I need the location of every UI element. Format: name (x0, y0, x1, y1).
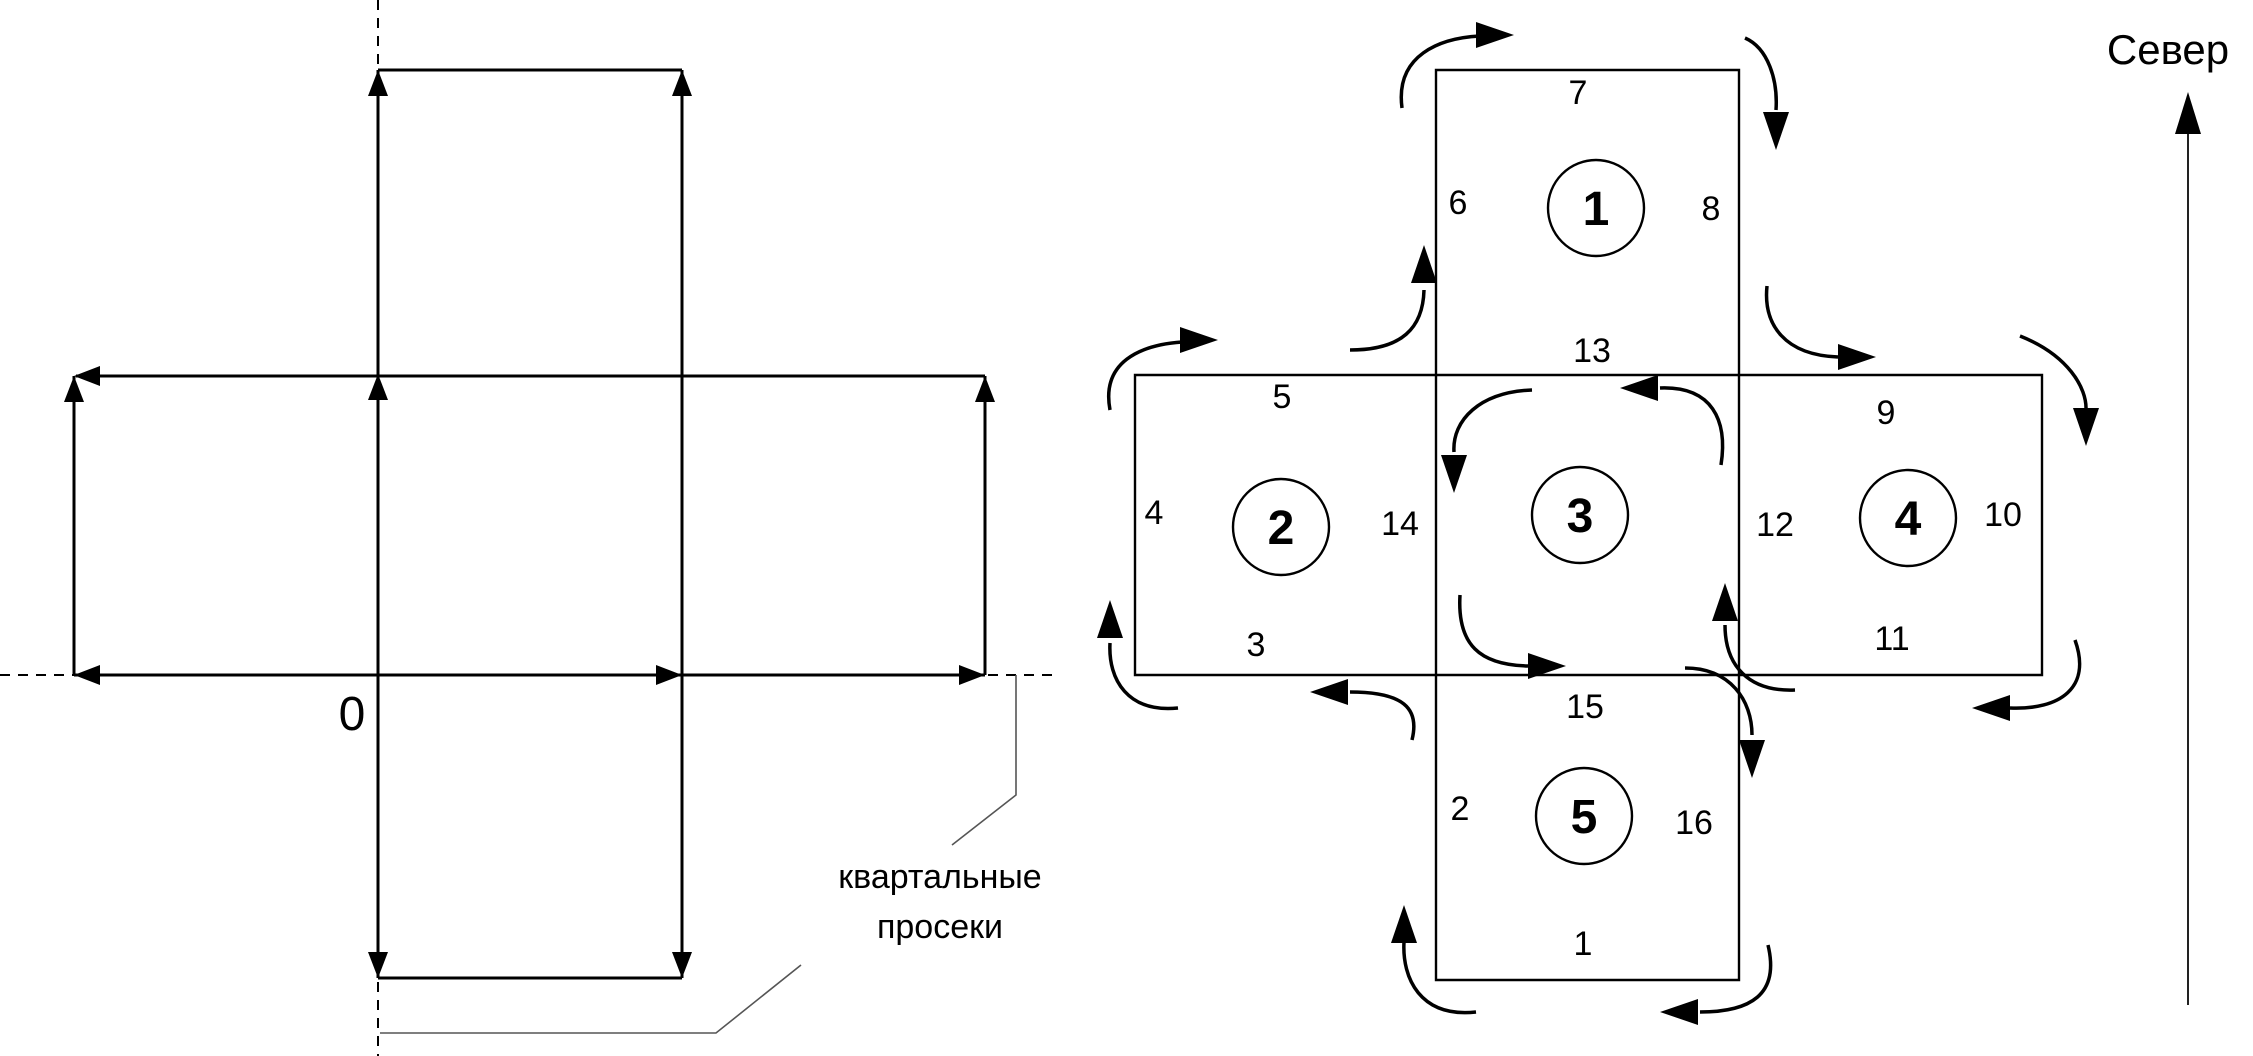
curved-arrow (1349, 289, 1426, 352)
arrow-head (1310, 679, 1348, 705)
curved-arrow (1699, 944, 1773, 1014)
right-diagram: 1 2 3 4 5 1 2 3 4 5 6 7 8 9 10 11 12 13 … (1097, 22, 2229, 1025)
plot-number-2: 2 (1268, 502, 1295, 555)
arrow-head (1391, 905, 1417, 943)
plot-circle-3 (1530, 465, 1630, 565)
arrow-head (1620, 375, 1658, 401)
curved-arrow (1108, 642, 1179, 711)
arrow-head (1712, 583, 1738, 621)
arrow-head (1441, 455, 1467, 493)
arrow-head (1763, 112, 1789, 150)
curved-arrow (1349, 690, 1416, 741)
curved-arrow (2019, 334, 2088, 411)
arrow-head (1097, 600, 1123, 638)
side-label-6: 6 (1449, 184, 1468, 222)
side-label-15: 15 (1566, 688, 1604, 726)
arrow-head (1476, 22, 1514, 48)
plot-number-5: 5 (1571, 791, 1598, 844)
arrow-head-down (672, 952, 692, 978)
side-label-7: 7 (1569, 74, 1588, 112)
arrow-head (1528, 653, 1566, 679)
arrow-head (1180, 327, 1218, 353)
side-label-14: 14 (1381, 505, 1419, 543)
curved-arrow (1452, 388, 1533, 453)
arrow-head-left (74, 366, 100, 386)
arrow-head-up (368, 374, 388, 400)
arrow-head-up (975, 376, 995, 402)
side-label-5: 5 (1273, 378, 1292, 416)
side-label-2: 2 (1451, 790, 1470, 828)
side-label-3: 3 (1247, 626, 1266, 664)
left-diagram: 0 квартальные просеки (0, 0, 1058, 1056)
plot-circle-1 (1546, 158, 1646, 258)
plot-number-4: 4 (1895, 493, 1922, 546)
arrow-head-down (368, 952, 388, 978)
arrow-head (1739, 740, 1765, 778)
curved-arrow (1684, 666, 1754, 736)
arrow-head (2073, 408, 2099, 446)
curved-arrow (1723, 624, 1796, 692)
origin-label: 0 (339, 688, 366, 741)
arrow-head (1838, 344, 1876, 370)
side-label-11: 11 (1874, 620, 1909, 658)
curved-arrow (1399, 34, 1481, 109)
curved-arrow (1744, 36, 1778, 111)
arrow-head-up (64, 376, 84, 402)
north-label: Север (2107, 26, 2229, 73)
side-label-4: 4 (1145, 494, 1164, 532)
arrow-head-up (672, 70, 692, 96)
arrow-head-right (959, 665, 985, 685)
callout-leader-lower (380, 964, 802, 1034)
plot-circle-4 (1858, 468, 1958, 568)
plot-number-3: 3 (1567, 490, 1594, 543)
plot-circle-5 (1534, 766, 1634, 866)
plot-circle-2 (1231, 477, 1331, 577)
curved-arrow (2009, 639, 2082, 710)
callout-label-line2: просеки (877, 908, 1003, 946)
callout-leader-upper (951, 675, 1017, 846)
side-label-10: 10 (1984, 496, 2022, 534)
arrow-head (1411, 245, 1437, 283)
curved-arrow (1764, 285, 1839, 359)
arrow-head-up (368, 70, 388, 96)
side-label-8: 8 (1702, 190, 1721, 228)
side-label-13: 13 (1573, 332, 1611, 370)
plot-number-1: 1 (1583, 183, 1610, 236)
arrow-head (1660, 999, 1698, 1025)
curved-arrow (1106, 340, 1183, 411)
side-label-12: 12 (1756, 506, 1794, 544)
curved-arrow (1458, 594, 1529, 668)
curved-arrow (1659, 386, 1725, 466)
side-label-1: 1 (1574, 925, 1593, 963)
north-arrow-head (2175, 92, 2201, 134)
arrow-head (1972, 695, 2010, 721)
side-label-16: 16 (1675, 804, 1713, 842)
arrow-head-left (74, 665, 100, 685)
side-label-9: 9 (1877, 394, 1896, 432)
callout-label-line1: квартальные (838, 858, 1041, 896)
curved-arrow (1402, 941, 1477, 1015)
arrow-head-right (656, 665, 682, 685)
